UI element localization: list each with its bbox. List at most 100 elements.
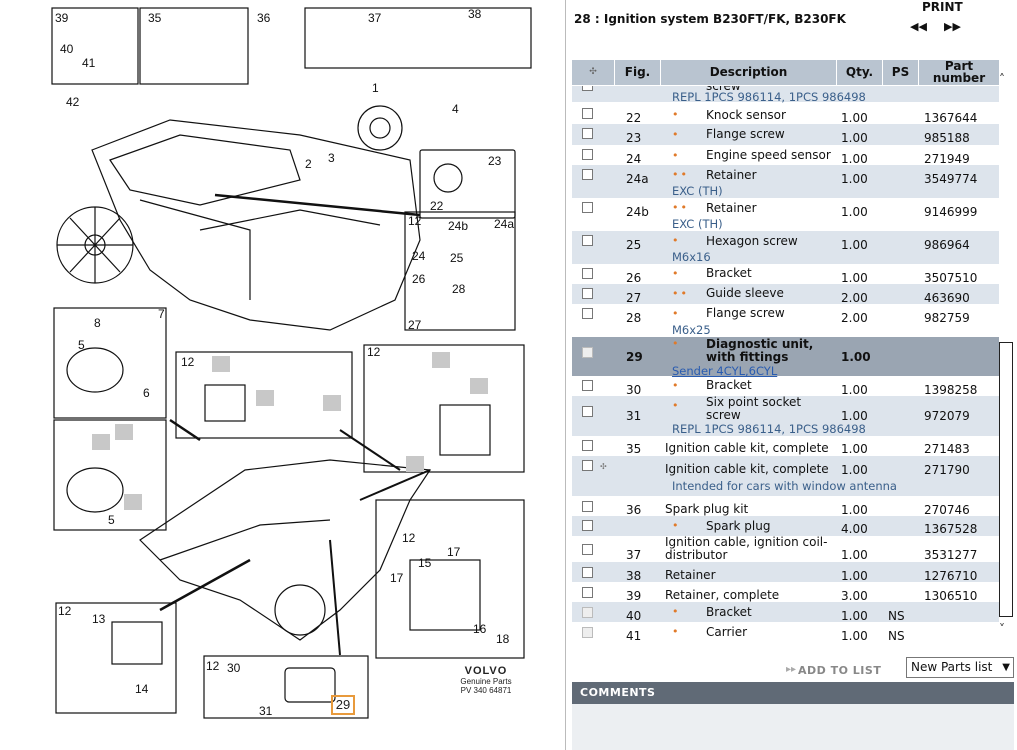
callout-15: 15: [418, 556, 432, 570]
row-indent-bullet: •: [672, 399, 681, 412]
row-note-link[interactable]: Sender 4CYL,6CYL: [672, 364, 778, 378]
row-checkbox[interactable]: [582, 587, 593, 598]
row-part-number: 982759: [924, 311, 970, 325]
print-button[interactable]: PRINT: [922, 0, 963, 14]
table-row[interactable]: 31 • Six point socket screw 1.00 972079 …: [572, 396, 999, 436]
row-part-number: 1367528: [924, 522, 978, 536]
table-row[interactable]: 26 • Bracket 1.00 3507510: [572, 264, 999, 285]
table-row[interactable]: 37 Ignition cable, ignition coil-distrib…: [572, 536, 999, 562]
table-row[interactable]: • Spark plug 4.00 1367528: [572, 516, 999, 536]
callout-5: 5: [78, 338, 85, 352]
row-indent-bullet: •: [672, 108, 681, 121]
previous-page-icon[interactable]: ◀◀: [910, 20, 927, 33]
row-checkbox[interactable]: [582, 235, 593, 246]
column-header-description[interactable]: Description: [661, 60, 837, 85]
row-note: M6x25: [672, 323, 711, 337]
parts-list-select-value: New Parts list: [911, 660, 993, 674]
scroll-down-icon[interactable]: ˅: [999, 622, 1005, 636]
row-checkbox[interactable]: [582, 567, 593, 578]
callout-28: 28: [452, 282, 466, 296]
table-row[interactable]: 28 • Flange screw 2.00 982759 M6x25: [572, 304, 999, 337]
next-page-icon[interactable]: ▶▶: [944, 20, 961, 33]
callout-12b: 12: [181, 355, 195, 369]
callout-18: 18: [496, 632, 510, 646]
callout-1: 1: [372, 81, 379, 95]
parts-list-select[interactable]: New Parts list ▼: [906, 657, 1014, 678]
row-description: Retainer, complete: [665, 588, 780, 602]
column-header-ps[interactable]: PS: [883, 60, 919, 85]
callout-12f: 12: [206, 659, 220, 673]
row-checkbox[interactable]: [582, 149, 593, 160]
table-row[interactable]: 24a •• Retainer 1.00 3549774 EXC (TH): [572, 165, 999, 198]
table-row[interactable]: 24 • Engine speed sensor 1.00 271949: [572, 145, 999, 166]
callout-29-highlighted[interactable]: 29: [331, 695, 355, 715]
comments-header[interactable]: COMMENTS: [572, 682, 1014, 704]
row-checkbox[interactable]: [582, 128, 593, 139]
add-to-list-button[interactable]: ADD TO LIST: [798, 664, 882, 677]
row-checkbox[interactable]: [582, 169, 593, 180]
row-checkbox[interactable]: [582, 86, 593, 91]
column-header-fig[interactable]: Fig.: [615, 60, 661, 85]
table-row-selected[interactable]: 29 • Diagnostic unit, with fittings 1.00…: [572, 337, 999, 378]
row-checkbox[interactable]: [582, 202, 593, 213]
table-row[interactable]: 23 • Flange screw 1.00 985188: [572, 124, 999, 145]
chevron-down-icon: ▼: [1002, 662, 1010, 673]
table-row[interactable]: 25 • Hexagon screw 1.00 986964 M6x16: [572, 231, 999, 264]
table-row[interactable]: 38 Retainer 1.00 1276710: [572, 562, 999, 583]
row-part-number: 271483: [924, 442, 970, 456]
row-fig: 24b: [626, 205, 649, 219]
table-row[interactable]: 30 • Bracket 1.00 1398258: [572, 376, 999, 397]
row-part-number: 986964: [924, 238, 970, 252]
row-checkbox[interactable]: [582, 308, 593, 319]
row-note: REPL 1PCS 986114, 1PCS 986498: [672, 422, 866, 436]
scroll-up-icon[interactable]: ˄: [999, 72, 1005, 86]
table-row[interactable]: 40 • Bracket 1.00 NS: [572, 602, 999, 623]
row-qty: 1.00: [841, 271, 868, 285]
row-checkbox[interactable]: [582, 288, 593, 299]
row-checkbox[interactable]: [582, 501, 593, 512]
callout-4: 4: [452, 102, 459, 116]
callout-30: 30: [227, 661, 241, 675]
select-all-icon[interactable]: ✣: [572, 60, 615, 85]
row-checkbox[interactable]: [582, 347, 593, 358]
row-fig: 24a: [626, 172, 649, 186]
row-checkbox[interactable]: [582, 627, 593, 638]
column-header-qty[interactable]: Qty.: [837, 60, 883, 85]
table-row[interactable]: 41 • Carrier 1.00 NS: [572, 622, 999, 643]
row-checkbox[interactable]: [582, 440, 593, 451]
row-description: Engine speed sensor: [706, 148, 831, 162]
row-indent-bullet: ••: [672, 168, 689, 181]
table-row[interactable]: 36 Spark plug kit 1.00 270746: [572, 496, 999, 517]
scrollbar-thumb[interactable]: [999, 342, 1013, 617]
row-checkbox[interactable]: [582, 520, 593, 531]
row-qty: 1.00: [841, 111, 868, 125]
column-header-part-number[interactable]: Part number: [932, 59, 986, 85]
row-checkbox[interactable]: [582, 268, 593, 279]
expand-icon[interactable]: ✣: [600, 462, 607, 471]
table-row[interactable]: 35 Ignition cable kit, complete 1.00 271…: [572, 436, 999, 456]
callout-22: 22: [430, 199, 444, 213]
callout-13: 13: [92, 612, 106, 626]
row-part-number: 463690: [924, 291, 970, 305]
row-checkbox[interactable]: [582, 460, 593, 471]
table-row[interactable]: 22 • Knock sensor 1.00 1367644: [572, 102, 999, 125]
row-checkbox[interactable]: [582, 380, 593, 391]
row-checkbox[interactable]: [582, 406, 593, 417]
row-indent-bullet: ••: [672, 201, 689, 214]
row-part-number: 3507510: [924, 271, 978, 285]
table-row[interactable]: screw REPL 1PCS 986114, 1PCS 986498: [572, 86, 999, 104]
callout-42: 42: [66, 95, 80, 109]
row-fig: 25: [626, 238, 642, 252]
table-row[interactable]: 27 •• Guide sleeve 2.00 463690: [572, 284, 999, 305]
row-qty: 1.00: [841, 350, 871, 364]
row-qty: 3.00: [841, 589, 868, 603]
row-checkbox[interactable]: [582, 544, 593, 555]
callout-36: 36: [257, 11, 271, 25]
table-row[interactable]: ✣ Ignition cable kit, complete 1.00 2717…: [572, 456, 999, 496]
table-row[interactable]: 39 Retainer, complete 3.00 1306510: [572, 582, 999, 603]
comments-area[interactable]: [572, 704, 1014, 750]
row-note: EXC (TH): [672, 184, 723, 198]
row-checkbox[interactable]: [582, 108, 593, 119]
row-checkbox[interactable]: [582, 607, 593, 618]
table-row[interactable]: 24b •• Retainer 1.00 9146999 EXC (TH): [572, 198, 999, 231]
